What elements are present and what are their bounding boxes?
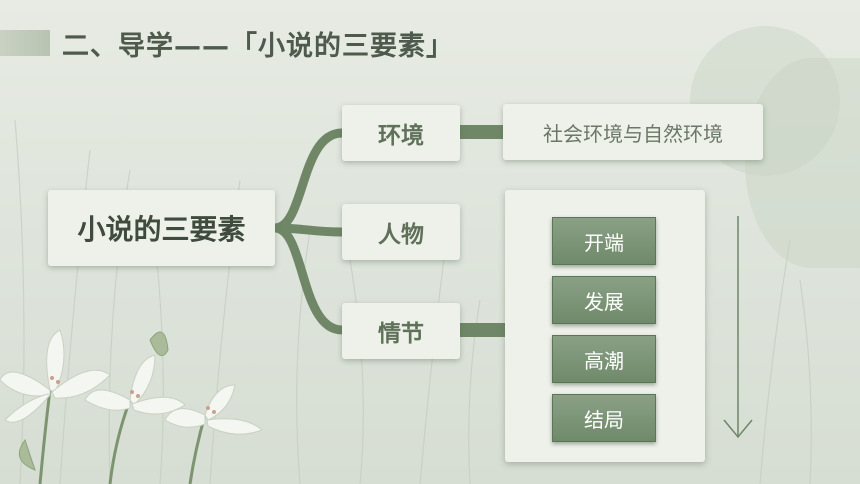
down-arrow-icon (723, 216, 753, 439)
plot-stage-ending: 结局 (552, 394, 656, 442)
connector-root-environment (270, 128, 347, 233)
title-accent-bar (0, 30, 50, 56)
branch-plot: 情节 (342, 303, 460, 359)
decor-circle-small (745, 58, 860, 268)
plot-stage-climax: 高潮 (552, 335, 656, 383)
plot-stage-exposition: 开端 (552, 217, 656, 265)
branch-environment: 环境 (342, 105, 460, 161)
lily-flower-icon (0, 329, 263, 484)
environment-detail: 社会环境与自然环境 (503, 104, 763, 160)
branch-character: 人物 (342, 204, 460, 260)
connector-root-plot (270, 223, 347, 335)
page-title: 二、导学——「小说的三要素」 (62, 31, 454, 62)
connector-environment-detail (460, 125, 504, 139)
root-node: 小说的三要素 (48, 190, 275, 266)
connector-plot-panel (460, 323, 506, 337)
plot-stage-development: 发展 (552, 276, 656, 324)
